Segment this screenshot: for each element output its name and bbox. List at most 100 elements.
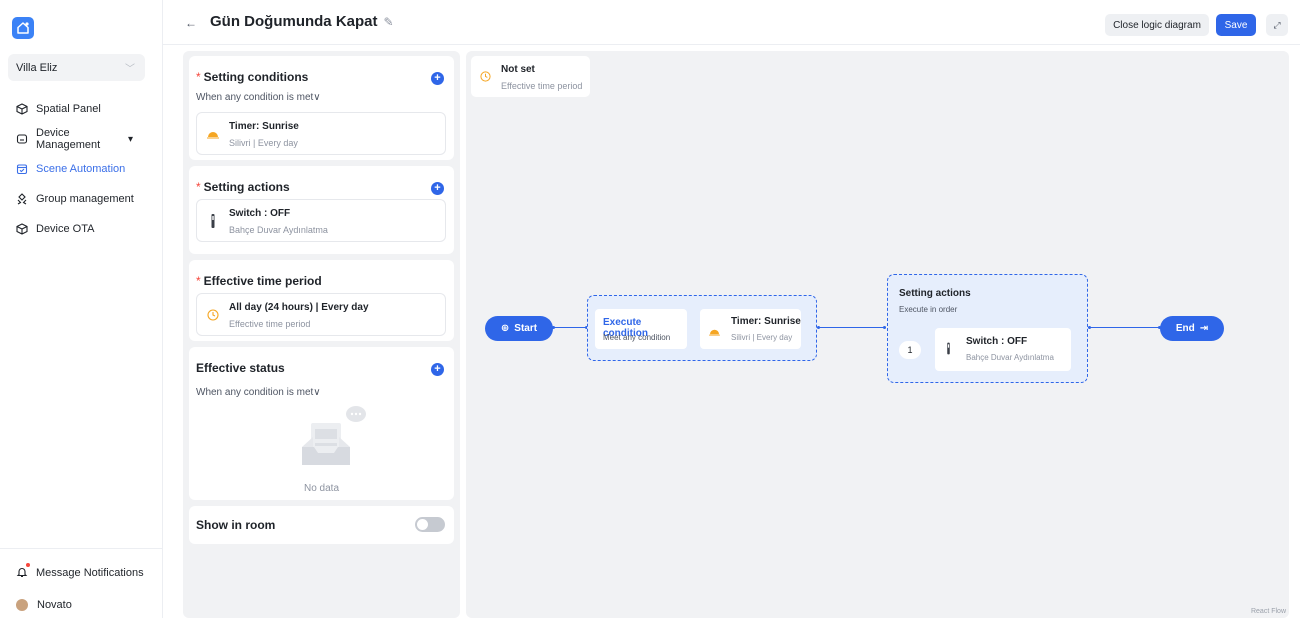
switch-icon <box>207 214 219 228</box>
timer-node-title: Timer: Sunrise <box>731 316 801 327</box>
show-in-room-label: Show in room <box>196 518 276 532</box>
bell-icon <box>16 562 30 581</box>
not-set-title: Not set <box>501 64 535 75</box>
time-period-title: *Effective time period <box>196 274 322 288</box>
calendar-icon <box>16 163 28 175</box>
required-asterisk: * <box>196 180 201 194</box>
effective-status-title: Effective status <box>196 361 285 375</box>
sunrise-icon <box>709 325 720 339</box>
add-action-button[interactable]: + <box>431 182 444 195</box>
actions-card: *Setting actions + Switch : OFF Bahçe Du… <box>189 166 454 254</box>
chevron-down-icon[interactable]: ▾ <box>127 133 133 145</box>
time-period-item[interactable]: All day (24 hours) | Every day Effective… <box>196 293 446 336</box>
execute-condition-group[interactable]: Execute condition Meet any condition Tim… <box>587 295 817 361</box>
clock-icon <box>480 71 491 85</box>
cube-icon <box>16 223 28 235</box>
conditions-title: *Setting conditions <box>196 70 309 84</box>
home-selector-label: Villa Eliz <box>16 61 58 74</box>
action-order-badge: 1 <box>899 341 921 359</box>
execute-condition-subtitle: Meet any condition <box>603 333 671 342</box>
empty-state: No data <box>189 347 454 500</box>
page-title: Gün Doğumunda Kapat ✎ <box>210 13 394 30</box>
end-icon: ⇥ <box>1199 323 1209 334</box>
timer-node[interactable]: Timer: Sunrise Silivri | Every day <box>700 309 801 349</box>
edge-handle <box>1158 326 1161 329</box>
logic-diagram-canvas[interactable]: Not set Effective time period ⊕Start Exe… <box>466 51 1289 618</box>
sidebar-footer: Message Notifications Novato <box>0 548 163 618</box>
expand-icon[interactable]: ⤢ <box>1266 14 1288 36</box>
sidebar-item-label: Scene Automation <box>36 163 126 175</box>
time-period-item-title: All day (24 hours) | Every day <box>229 302 369 313</box>
edge-actions-end <box>1088 327 1160 328</box>
group-icon <box>16 193 28 205</box>
react-flow-attribution[interactable]: React Flow <box>1250 608 1286 615</box>
sidebar-item-device-management[interactable]: Device Management ▾ <box>0 124 163 154</box>
user-name: Novato <box>37 599 72 611</box>
show-in-room-card: Show in room <box>189 506 454 544</box>
condition-item[interactable]: Timer: Sunrise Silivri | Every day <box>196 112 446 155</box>
edge-handle <box>817 326 820 329</box>
automation-settings-panel: *Setting conditions + When any condition… <box>183 51 460 618</box>
edge-handle <box>585 326 588 329</box>
sidebar-item-label: Device OTA <box>36 223 95 235</box>
action-item-subtitle: Bahçe Duvar Aydınlatma <box>229 225 328 235</box>
no-data-label: No data <box>303 483 340 494</box>
execute-condition-node[interactable]: Execute condition Meet any condition <box>595 309 687 349</box>
show-in-room-toggle[interactable] <box>415 517 445 532</box>
edge-handle <box>883 326 886 329</box>
edge-condition-actions <box>817 327 885 328</box>
time-period-card: *Effective time period All day (24 hours… <box>189 260 454 341</box>
sidebar-item-scene-automation[interactable]: Scene Automation <box>0 154 163 184</box>
actions-title: *Setting actions <box>196 180 290 194</box>
edge-start-condition <box>553 327 587 328</box>
add-condition-button[interactable]: + <box>431 72 444 85</box>
edit-pencil-icon[interactable]: ✎ <box>383 14 394 29</box>
time-period-item-subtitle: Effective time period <box>229 319 311 329</box>
empty-inbox-icon <box>302 406 366 465</box>
end-node[interactable]: End⇥ <box>1160 316 1224 341</box>
device-icon <box>16 133 28 145</box>
add-status-button[interactable]: + <box>431 363 444 376</box>
sidebar: Villa Eliz ﹀ Spatial Panel Device Manage… <box>0 0 163 618</box>
sidebar-item-spatial-panel[interactable]: Spatial Panel <box>0 94 163 124</box>
effective-status-card: Effective status + When any condition is… <box>189 347 454 500</box>
condition-mode-dropdown[interactable]: When any condition is met∨ <box>196 92 321 103</box>
setting-actions-group[interactable]: Setting actions Execute in order 1 Switc… <box>887 274 1088 383</box>
chevron-down-icon: ﹀ <box>125 64 135 75</box>
edge-handle <box>552 326 555 329</box>
chevron-down-icon: ∨ <box>313 387 321 398</box>
message-notifications-label: Message Notifications <box>36 567 144 579</box>
sunrise-icon <box>207 128 219 140</box>
save-button[interactable]: Save <box>1216 14 1256 36</box>
action-item[interactable]: Switch : OFF Bahçe Duvar Aydınlatma <box>196 199 446 242</box>
condition-item-subtitle: Silivri | Every day <box>229 138 298 148</box>
message-notifications-link[interactable]: Message Notifications <box>0 557 163 589</box>
sidebar-item-group-management[interactable]: Group management <box>0 184 163 214</box>
clock-icon <box>207 309 219 321</box>
switch-action-subtitle: Bahçe Duvar Aydınlatma <box>966 353 1054 362</box>
switch-icon <box>946 342 951 358</box>
sidebar-item-label: Spatial Panel <box>36 103 101 115</box>
setting-actions-subtitle: Execute in order <box>899 305 958 314</box>
timer-node-subtitle: Silivri | Every day <box>731 333 793 342</box>
chevron-down-icon: ∨ <box>313 92 321 103</box>
effective-period-node[interactable]: Not set Effective time period <box>471 56 590 97</box>
switch-action-title: Switch : OFF <box>966 336 1028 347</box>
back-arrow-icon[interactable]: ← <box>185 16 197 30</box>
start-node[interactable]: ⊕Start <box>485 316 553 341</box>
execute-condition-title: Execute condition <box>603 317 648 339</box>
user-profile[interactable]: Novato <box>0 589 163 618</box>
home-selector[interactable]: Villa Eliz ﹀ <box>8 54 145 81</box>
status-mode-dropdown[interactable]: When any condition is met∨ <box>196 387 321 398</box>
not-set-subtitle: Effective time period <box>501 81 583 91</box>
sidebar-item-label: Group management <box>36 193 134 205</box>
condition-item-title: Timer: Sunrise <box>229 121 299 132</box>
avatar <box>16 599 28 611</box>
action-item-title: Switch : OFF <box>229 208 291 219</box>
page-title-text: Gün Doğumunda Kapat <box>210 13 378 30</box>
close-logic-diagram-button[interactable]: Close logic diagram <box>1105 14 1209 36</box>
sidebar-item-device-ota[interactable]: Device OTA <box>0 214 163 244</box>
required-asterisk: * <box>196 274 201 288</box>
app-logo-icon[interactable] <box>12 17 34 39</box>
switch-action-node[interactable]: Switch : OFF Bahçe Duvar Aydınlatma <box>935 328 1071 371</box>
